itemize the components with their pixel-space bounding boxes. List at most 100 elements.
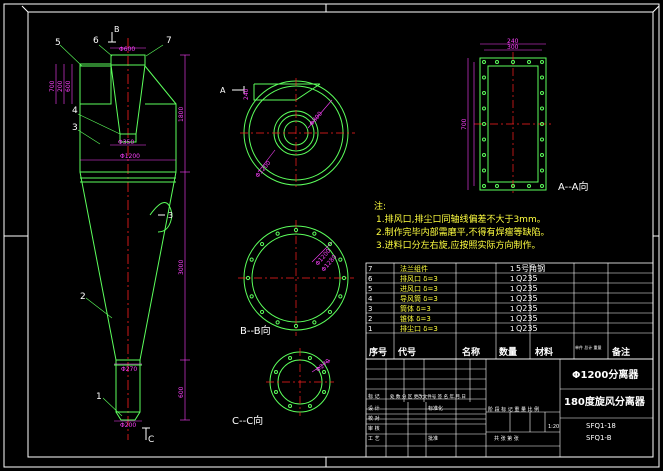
bolt-hole (338, 294, 343, 299)
drawing-frame (3, 3, 660, 468)
bom-cell: Q235 (516, 274, 538, 283)
title-stage-labels: 阶 段 标 记 重 量 比 例 (488, 406, 539, 413)
bolt-hole (540, 153, 544, 157)
bolt-hole (482, 184, 486, 188)
bolt-hole (293, 323, 299, 329)
bom-cell: 进风口 δ=3 (400, 285, 438, 293)
bolt-hole (273, 370, 278, 375)
bolt-hole (288, 355, 293, 360)
section-letter-a: A (220, 86, 226, 95)
aa-dim-left: 700 (461, 118, 468, 130)
marker-3-right: 3 (168, 211, 173, 220)
title-scale: 1:20 (548, 424, 559, 430)
bolt-hole (307, 404, 312, 409)
bom-cell: Q235 (516, 314, 538, 323)
plan-dim-top: 240 (243, 88, 250, 100)
callout-7: 7 (166, 36, 172, 46)
bolt-hole (540, 168, 544, 173)
dim-left-h3: 700 (49, 80, 56, 92)
bom-header-code: 代号 (397, 346, 416, 358)
bom-cell: 1 (510, 305, 514, 313)
bolt-hole (495, 60, 499, 64)
bom-header-name: 名称 (462, 346, 480, 358)
view-cc-title: C--C向 (232, 414, 263, 427)
aa-dim-top1: 240 (507, 38, 519, 45)
bolt-hole (482, 106, 486, 111)
title-row-review: 审 核 (368, 425, 380, 432)
title-row-design: 设 计 (368, 405, 380, 412)
bom-cell: 筒体 δ=3 (400, 304, 431, 313)
bolt-hole (312, 320, 317, 325)
bolt-hole (482, 153, 486, 157)
cyclone-side-view: 5 6 7 4 3 2 1 B C 3 Φ600 Φ350 Φ1200 Φ270… (49, 25, 190, 445)
notes-heading: 注: (374, 200, 386, 212)
bolt-hole (322, 370, 327, 375)
callout-4: 4 (72, 106, 78, 116)
bolt-hole (312, 231, 317, 236)
title-row-check: 校 对 (368, 415, 380, 422)
bolt-hole (527, 60, 531, 64)
callout-3: 3 (72, 123, 78, 133)
bolt-hole (540, 75, 544, 80)
dim-right-h3: 600 (178, 386, 185, 398)
bom-header-qty: 数量 (499, 346, 517, 358)
bolt-hole (249, 294, 254, 299)
bolt-hole (275, 320, 280, 325)
bom-cell: 5 (368, 285, 372, 293)
bom-cell: 1 (368, 325, 372, 333)
section-letter-b: B (114, 25, 120, 34)
bolt-hole (259, 309, 265, 315)
bom-header-material: 材料 (534, 346, 553, 358)
bom-cell: Q235 (516, 284, 538, 293)
dim-body-dia: Φ1200 (120, 153, 140, 160)
title-row-mark: 标 记 (368, 393, 380, 400)
bolt-hole (249, 257, 254, 262)
bom-cell: 排尘口 δ=3 (400, 324, 438, 333)
bom-cell: 1 (510, 295, 514, 303)
bolt-hole (495, 184, 499, 188)
bom-cell: 6 (368, 275, 373, 283)
dim-inlet-dia: Φ350 (118, 139, 134, 146)
bolt-hole (322, 389, 327, 394)
bolt-hole (527, 184, 531, 188)
callout-1: 1 (96, 392, 102, 402)
dim-outlet-dia: Φ200 (120, 422, 136, 429)
title-drawing-name: 180度旋风分离器 (564, 395, 646, 408)
bolt-hole (327, 241, 333, 247)
bom-cell: 1 (510, 325, 514, 333)
view-bb-title: B--B向 (240, 324, 271, 337)
bolt-hole (259, 241, 265, 247)
bolt-hole (482, 91, 486, 95)
bolt-hole (341, 275, 347, 281)
title-col-labels: 处 数 分 区 更改文件号 签 名 年.月.日 (390, 393, 466, 400)
bolt-hole (540, 106, 544, 111)
note-line-1: 1.排风口,排尘口同轴线偏差不大于3mm。 (376, 213, 546, 225)
bom-cell: 3 (368, 305, 372, 313)
bom-cell: 锥体 δ=3 (400, 314, 431, 323)
dim-left-h2: 600 (65, 80, 72, 92)
title-std: 标准化 (428, 405, 443, 412)
bolt-hole (482, 137, 486, 142)
bolt-hole (273, 389, 278, 394)
title-block: Φ1200分离器 180度旋风分离器 SFQ1-18 SFQ1-B 1:20 阶… (365, 358, 654, 458)
bom-cell: 2 (368, 315, 372, 323)
bolt-hole (511, 60, 515, 64)
bom-cell: Q235 (516, 324, 538, 333)
bom-header-remark: 备注 (611, 346, 630, 358)
callout-5: 5 (55, 38, 61, 48)
section-letter-c: C (148, 435, 154, 445)
cc-bolt-holes (273, 355, 327, 409)
bolt-hole (482, 60, 486, 64)
title-product: Φ1200分离器 (572, 368, 639, 381)
dim-top-dia: Φ600 (119, 46, 135, 53)
callout-6: 6 (93, 36, 99, 46)
view-bb: Φ1200 Φ1280 B--B向 (238, 220, 354, 337)
bom-cell: 1 (510, 315, 514, 323)
bolt-hole (482, 75, 486, 80)
view-aa-title: A--A向 (558, 180, 588, 193)
